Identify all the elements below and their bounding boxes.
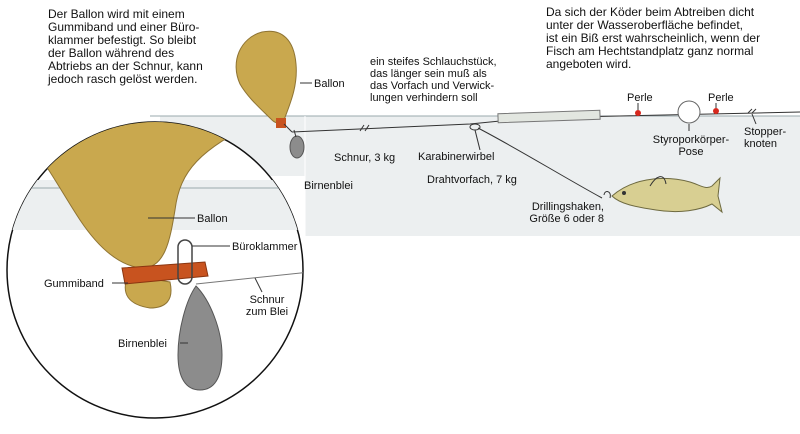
label-schnur-zum-blei: Schnur zum Blei: [245, 294, 289, 318]
label-birnenblei-inset: Birnenblei: [118, 338, 167, 350]
label-pose: Styroporkörper- Pose: [652, 134, 730, 158]
balloon-top: [235, 30, 297, 124]
label-karabinerwirbel: Karabinerwirbel: [418, 151, 495, 163]
birnenblei-top: [289, 135, 305, 159]
water-area: [305, 116, 800, 236]
birnenblei-inset: [177, 285, 223, 391]
fish-bait: [603, 176, 723, 214]
rubber-top: [276, 118, 286, 128]
balloon-string: [283, 123, 293, 133]
line-break-mark: [359, 124, 365, 132]
label-stopperknoten: Stopper- knoten: [744, 126, 787, 150]
bueroklammer-inset: [177, 239, 193, 285]
label-bueroklammer: Büroklammer: [232, 241, 298, 253]
label-gummiband: Gummiband: [44, 278, 104, 290]
line-break-mark-2: [364, 124, 370, 132]
label-schlauchstueck: ein steifes Schlauchstück, das länger se…: [370, 56, 497, 104]
perle-1: [635, 110, 641, 116]
schlauchstueck: [497, 109, 601, 124]
note-left: Der Ballon wird mit einem Gummiband und …: [48, 7, 203, 86]
label-birnenblei-top: Birnenblei: [304, 180, 353, 192]
note-right: Da sich der Köder beim Abtreiben dicht u…: [546, 5, 761, 71]
label-perle-2: Perle: [708, 92, 734, 104]
label-schnur-3kg: Schnur, 3 kg: [334, 152, 396, 164]
styropor-pose: [677, 100, 701, 124]
perle-2: [713, 108, 719, 114]
label-ballon-top: Ballon: [314, 78, 345, 90]
drahtvorfach: [477, 127, 603, 199]
stopperknoten-2: [751, 108, 757, 114]
label-ballon-inset: Ballon: [197, 213, 228, 225]
label-drillingshaken: Drillingshaken, Größe 6 oder 8: [529, 201, 604, 225]
label-perle-1: Perle: [627, 92, 653, 104]
schnur-zum-blei: [195, 271, 303, 285]
label-drahtvorfach: Drahtvorfach, 7 kg: [427, 174, 517, 186]
stopperknoten: [747, 108, 753, 114]
lead-line: [293, 129, 297, 138]
